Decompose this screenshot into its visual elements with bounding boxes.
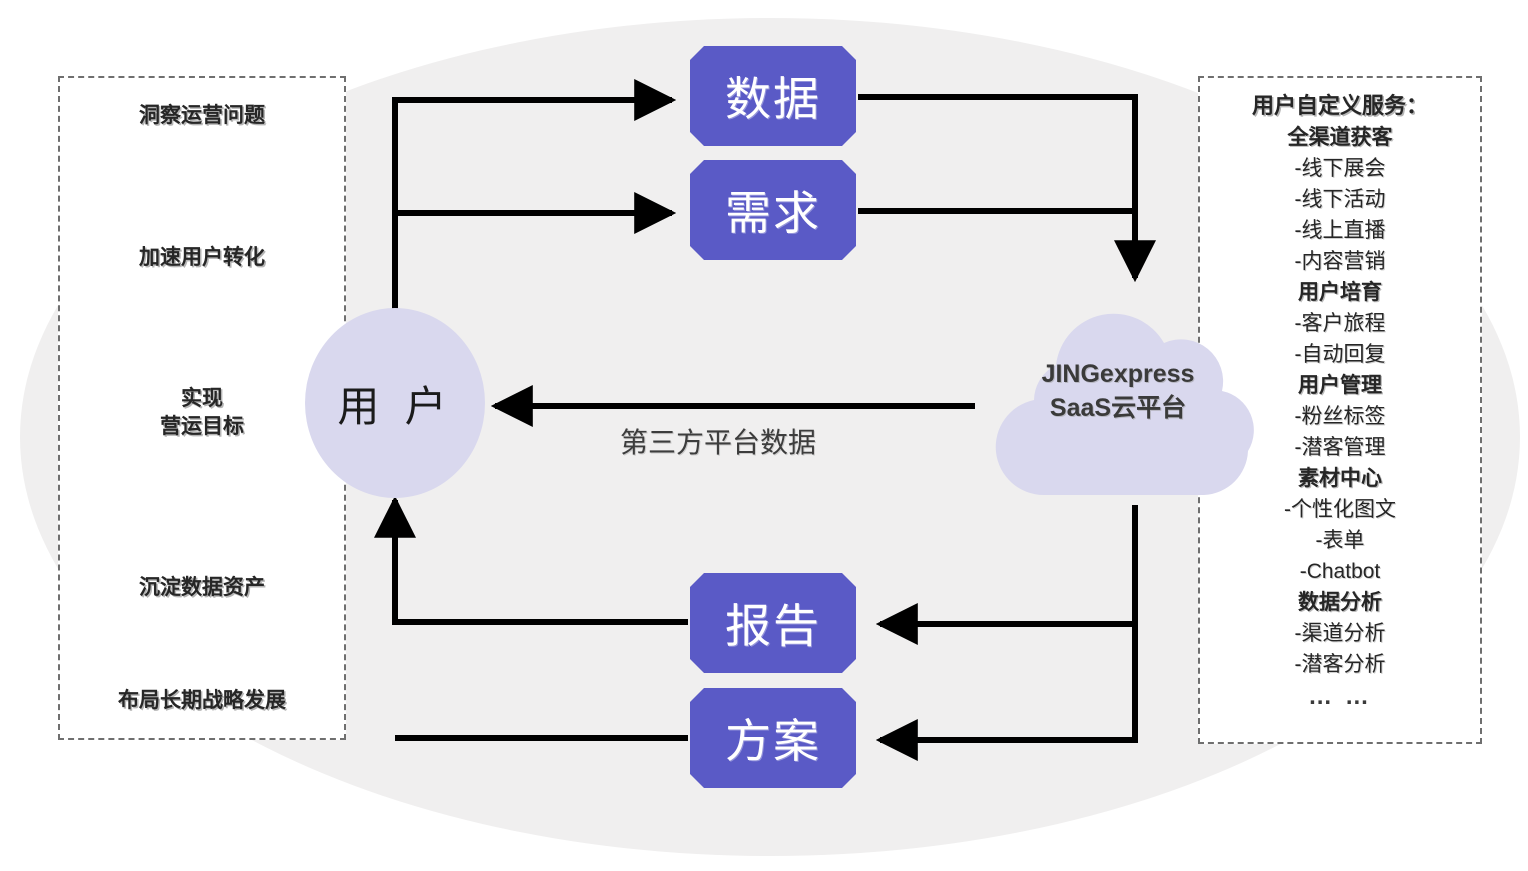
service-list-title: 用户自定义服务： — [1251, 93, 1428, 118]
node-user-ellipse[interactable]: 用 户 — [305, 308, 485, 498]
cloud-label-line1: JINGexpress — [1041, 360, 1195, 388]
goal-item-1: 洞察运营问题 — [139, 104, 265, 127]
node-demand-label: 需求 — [725, 187, 821, 239]
service-item: -粉丝标签 — [1294, 405, 1386, 428]
node-data-box[interactable]: 数据 — [690, 46, 856, 146]
node-report-box[interactable]: 报告 — [690, 573, 856, 673]
service-list: 用户自定义服务： 全渠道获客 -线下展会 -线下活动 -线上直播 -内容营销 用… — [1200, 90, 1480, 714]
goal-item-2: 加速用户转化 — [139, 246, 265, 269]
service-item: -线下展会 — [1294, 157, 1386, 180]
service-item: -自动回复 — [1294, 343, 1386, 366]
business-goals-panel: 洞察运营问题 加速用户转化 实现 营运目标 沉淀数据资产 布局长期战略发展 — [58, 76, 346, 740]
service-item: -渠道分析 — [1294, 622, 1386, 645]
service-group-head-4: 素材中心 — [1298, 467, 1382, 490]
cloud-label-line2: SaaS云平台 — [1049, 394, 1187, 422]
cloud-label: JINGexpress SaaS云平台 — [978, 357, 1258, 425]
node-demand-box[interactable]: 需求 — [690, 160, 856, 260]
service-item: -表单 — [1315, 529, 1365, 552]
service-item: -内容营销 — [1294, 250, 1386, 273]
service-item: -Chatbot — [1299, 560, 1381, 583]
goal-item-3: 实现 营运目标 — [60, 385, 344, 441]
service-item: -线下活动 — [1294, 188, 1386, 211]
service-more-ellipsis: … … — [1308, 683, 1372, 710]
node-user-label: 用 户 — [337, 381, 453, 431]
cloud-icon — [995, 313, 1254, 496]
node-data-label: 数据 — [725, 73, 821, 125]
goal-item-3-line1: 实现 — [181, 387, 223, 410]
edge-label-third-party-data: 第三方平台数据 — [620, 427, 817, 458]
goal-item-5: 布局长期战略发展 — [118, 689, 286, 712]
goal-item-4: 沉淀数据资产 — [139, 576, 265, 599]
service-item: -潜客管理 — [1294, 436, 1386, 459]
node-saas-cloud[interactable]: JINGexpress SaaS云平台 — [978, 295, 1258, 505]
node-solution-label: 方案 — [725, 715, 821, 767]
node-solution-box[interactable]: 方案 — [690, 688, 856, 788]
service-item: -线上直播 — [1294, 219, 1386, 242]
service-item: -潜客分析 — [1294, 653, 1386, 676]
node-report-label: 报告 — [725, 600, 821, 652]
service-group-head-1: 全渠道获客 — [1287, 126, 1393, 149]
service-group-head-3: 用户管理 — [1298, 374, 1382, 397]
service-group-head-2: 用户培育 — [1298, 281, 1382, 304]
service-group-head-5: 数据分析 — [1298, 591, 1382, 614]
service-item: -个性化图文 — [1284, 498, 1396, 521]
service-item: -客户旅程 — [1294, 312, 1386, 335]
goal-item-3-line2: 营运目标 — [160, 415, 244, 438]
